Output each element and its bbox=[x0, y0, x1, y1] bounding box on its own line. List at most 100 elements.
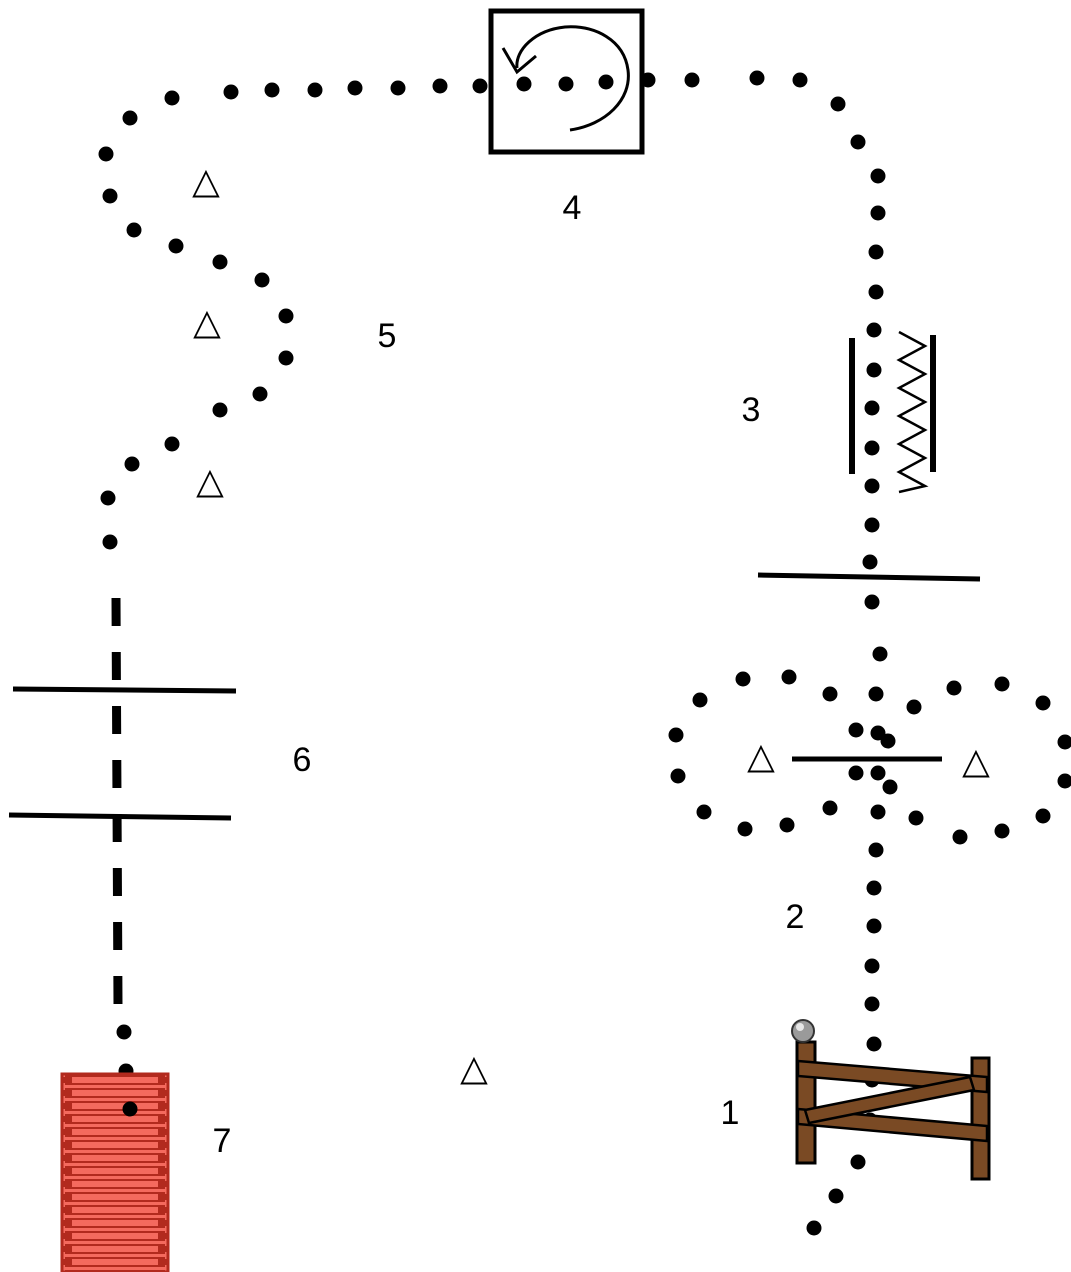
bridge-plank-end bbox=[62, 1077, 72, 1083]
route-dot bbox=[870, 765, 886, 781]
route-dot bbox=[668, 727, 684, 743]
obstacle-number-6: 6 bbox=[293, 741, 312, 779]
route-dot bbox=[864, 517, 880, 533]
bridge-plank-end bbox=[158, 1207, 168, 1213]
obstacle-number-7: 7 bbox=[213, 1122, 232, 1160]
route-dot bbox=[848, 722, 864, 738]
cone-icon: △ bbox=[747, 736, 775, 777]
route-dot bbox=[946, 680, 962, 696]
route-dot bbox=[870, 804, 886, 820]
bridge-plank bbox=[65, 1166, 165, 1176]
route-dashed-path bbox=[111, 597, 123, 1006]
route-dot bbox=[864, 478, 880, 494]
route-dot bbox=[880, 733, 896, 749]
route-dot bbox=[212, 402, 228, 418]
cone-icon: △ bbox=[196, 461, 224, 502]
route-dot bbox=[868, 284, 884, 300]
route-dot bbox=[102, 188, 118, 204]
route-dot bbox=[164, 90, 180, 106]
bridge-plank bbox=[65, 1244, 165, 1254]
bridge-plank-end bbox=[62, 1246, 72, 1252]
bridge-plank-end bbox=[158, 1246, 168, 1252]
bridge-plank bbox=[65, 1088, 165, 1098]
rotate-arrow-icon bbox=[515, 25, 630, 132]
bridge-plank-end bbox=[62, 1181, 72, 1187]
route-dot bbox=[223, 84, 239, 100]
route-dot bbox=[994, 676, 1010, 692]
route-dot bbox=[868, 686, 884, 702]
route-dot bbox=[692, 692, 708, 708]
bridge-plank-end bbox=[158, 1181, 168, 1187]
route-dot bbox=[347, 80, 363, 96]
route-dot bbox=[906, 699, 922, 715]
bridge-plank bbox=[65, 1205, 165, 1215]
bridge-plank-end bbox=[158, 1103, 168, 1109]
ground-poles-obstacle bbox=[8, 686, 237, 821]
route-dot bbox=[994, 823, 1010, 839]
bridge-plank-end bbox=[62, 1129, 72, 1135]
route-dot bbox=[749, 70, 765, 86]
route-dot bbox=[684, 72, 700, 88]
obstacle-numbers: 1 2 3 4 5 6 7 bbox=[213, 189, 805, 1160]
chute-obstacle bbox=[849, 330, 936, 494]
bridge-plank bbox=[65, 1140, 165, 1150]
obstacle-number-5: 5 bbox=[378, 317, 397, 355]
route-dot bbox=[102, 534, 118, 550]
route-dot bbox=[868, 244, 884, 260]
bridge-obstacle bbox=[60, 1072, 170, 1272]
route-dot bbox=[870, 725, 886, 741]
bridge-plank bbox=[65, 1114, 165, 1124]
route-dot bbox=[866, 362, 882, 378]
bridge-plank-end bbox=[62, 1090, 72, 1096]
route-dot bbox=[737, 821, 753, 837]
bridge-plank-end bbox=[62, 1220, 72, 1226]
bridge-plank-end bbox=[158, 1220, 168, 1226]
route-dot bbox=[1057, 773, 1071, 789]
route-dot bbox=[866, 322, 882, 338]
obstacle-number-3: 3 bbox=[742, 391, 761, 429]
cones: △ △ △ △ △ △ bbox=[192, 161, 990, 1089]
route-dot bbox=[252, 386, 268, 402]
bridge-plank bbox=[65, 1179, 165, 1189]
bridge-plank-end bbox=[62, 1103, 72, 1109]
cone-icon: △ bbox=[460, 1048, 488, 1089]
route-dot bbox=[822, 800, 838, 816]
bridge-plank-end bbox=[158, 1168, 168, 1174]
route-dot bbox=[278, 308, 294, 324]
bridge-plank-end bbox=[62, 1155, 72, 1161]
route-dot bbox=[264, 82, 280, 98]
route-dotted-path bbox=[98, 70, 1071, 1236]
route-dot bbox=[866, 1036, 882, 1052]
route-dot bbox=[872, 646, 888, 662]
route-dot bbox=[830, 96, 846, 112]
bridge-plank-end bbox=[62, 1116, 72, 1122]
route-dot bbox=[735, 671, 751, 687]
bridge-plank-end bbox=[62, 1194, 72, 1200]
route-dot bbox=[126, 222, 142, 238]
bridge-plank-end bbox=[62, 1207, 72, 1213]
bridge-plank-end bbox=[62, 1233, 72, 1239]
route-dot bbox=[307, 82, 323, 98]
route-dot bbox=[864, 594, 880, 610]
route-dot bbox=[864, 400, 880, 416]
route-dot bbox=[432, 78, 448, 94]
bridge-plank bbox=[65, 1218, 165, 1228]
route-dot bbox=[806, 1220, 822, 1236]
bridge-plank-end bbox=[158, 1142, 168, 1148]
bridge-plank-end bbox=[62, 1168, 72, 1174]
route-dot bbox=[870, 168, 886, 184]
bridge-plank-end bbox=[158, 1116, 168, 1122]
route-dot bbox=[122, 1101, 138, 1117]
arrowhead-icon bbox=[501, 47, 537, 75]
route-dot bbox=[828, 1188, 844, 1204]
route-dot bbox=[781, 669, 797, 685]
route-dot bbox=[850, 134, 866, 150]
bridge-plank bbox=[65, 1257, 165, 1267]
bridge-plank bbox=[65, 1127, 165, 1137]
route-dot bbox=[124, 456, 140, 472]
route-dot bbox=[390, 80, 406, 96]
route-dot bbox=[278, 350, 294, 366]
obstacle-number-2: 2 bbox=[786, 898, 805, 936]
route-dot bbox=[516, 76, 532, 92]
bridge-plank bbox=[65, 1231, 165, 1241]
